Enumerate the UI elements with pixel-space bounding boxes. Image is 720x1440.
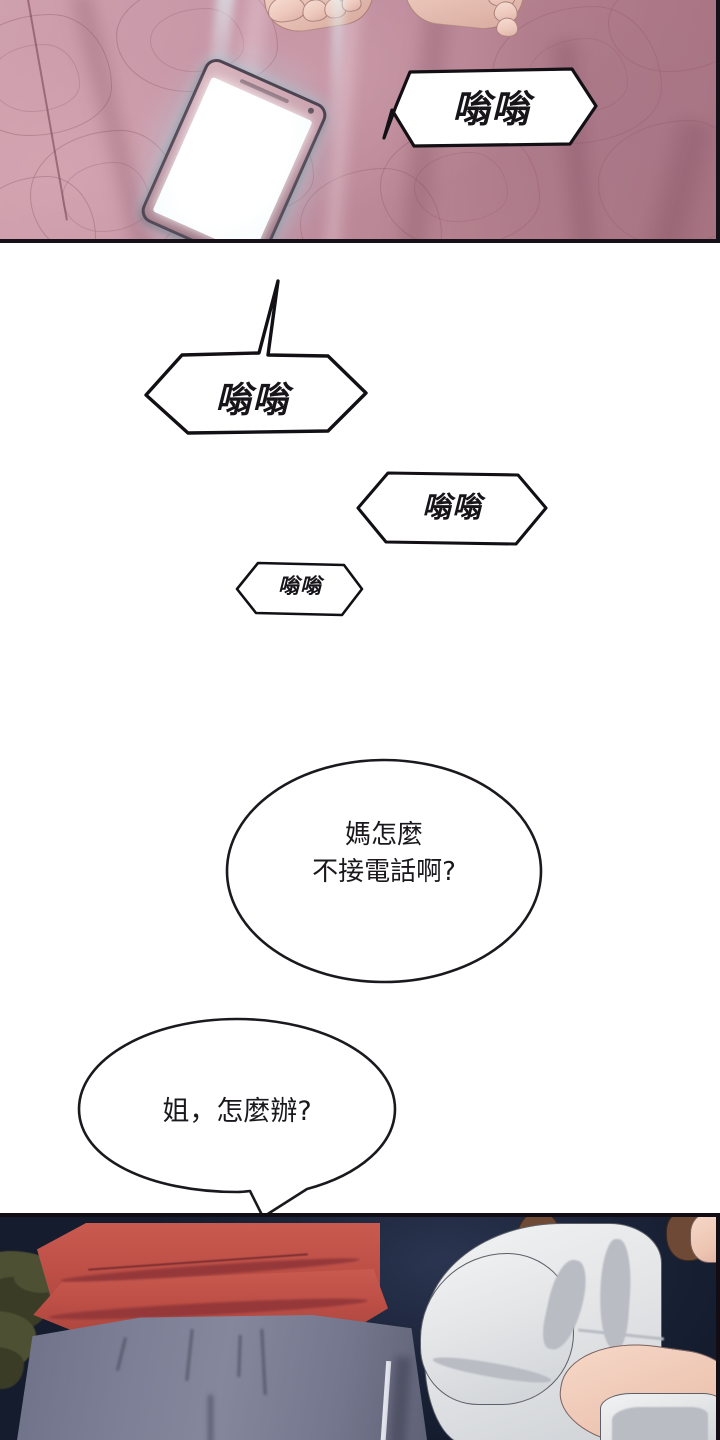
sfx-bubble-1: 嗡嗡 — [382, 58, 598, 158]
dialogue-bubble-2: 姐，怎麼辦? — [76, 1017, 398, 1222]
sfx-bubble-3-shape — [356, 471, 548, 546]
skirt-shadow — [612, 1407, 708, 1440]
sfx-bubble-3-text: 嗡嗡 — [421, 490, 482, 524]
gray-pants — [16, 1315, 428, 1440]
dialogue-bubble-1-shape — [225, 758, 543, 984]
sfx-bubble-2: 嗡嗡 — [132, 279, 372, 461]
sfx-bubble-4-shape — [235, 561, 364, 617]
dialogue-bubble-1: 媽怎麼 不接電話啊? — [224, 757, 544, 985]
smartphone — [91, 8, 377, 239]
sfx-bubble-2-shape — [144, 279, 368, 435]
panel-bottom — [0, 1213, 720, 1440]
hand — [690, 1217, 716, 1263]
sfx-bubble-4-text: 嗡嗡 — [278, 574, 322, 598]
dialogue-bubble-1-line-2: 不接電話啊? — [312, 857, 456, 887]
toe — [495, 16, 520, 38]
dialogue-bubble-2-shape — [77, 1017, 397, 1219]
pants-center-seam — [208, 1395, 213, 1440]
sfx-bubble-3: 嗡嗡 — [354, 468, 550, 550]
phone-camera-icon — [306, 106, 315, 115]
sfx-bubble-2-text: 嗡嗡 — [214, 380, 289, 421]
dialogue-bubble-2-line-1: 姐，怎麼辦? — [162, 1096, 312, 1127]
dialogue-bubble-1-line-1: 媽怎麼 — [344, 820, 423, 850]
sfx-bubble-1-text: 嗡嗡 — [451, 87, 530, 131]
panel-top — [0, 0, 720, 243]
sfx-bubble-4: 嗡嗡 — [234, 559, 366, 621]
sfx-bubble-1-shape — [382, 67, 598, 148]
